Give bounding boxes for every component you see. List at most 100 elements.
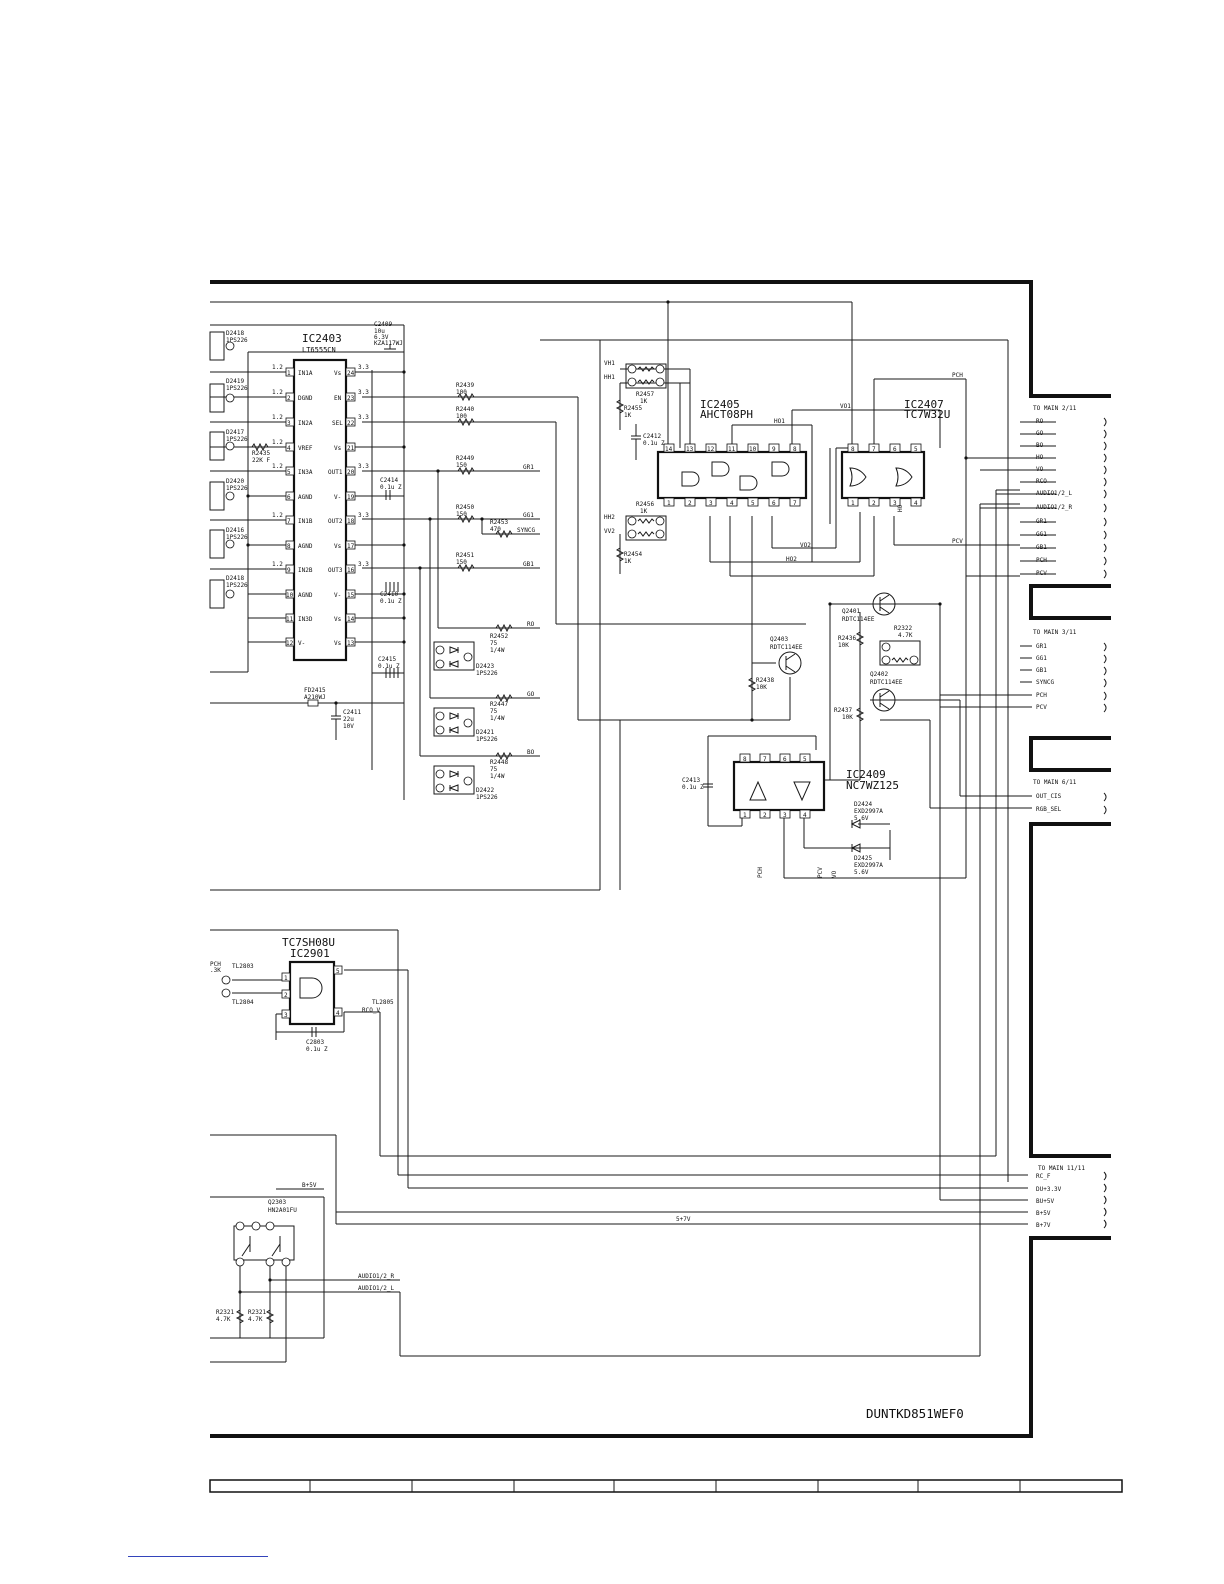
sheet-frame <box>210 280 1111 1438</box>
svg-text:C2415: C2415 <box>378 656 396 663</box>
svg-text:5: 5 <box>751 500 755 507</box>
resistor-r2436: R2436 10K <box>838 631 865 649</box>
svg-text:RDTC114EE: RDTC114EE <box>770 644 803 651</box>
capacitor-c2410: C2410 0.1u Z <box>380 582 402 605</box>
svg-text:5: 5 <box>336 968 340 975</box>
svg-text:4: 4 <box>730 500 734 507</box>
svg-text:OUT3: OUT3 <box>328 567 343 574</box>
svg-text:14: 14 <box>665 446 673 453</box>
capacitor-c2803: C2803 0.1u Z <box>306 1027 328 1053</box>
svg-text:HO1: HO1 <box>774 418 785 425</box>
page-link-underline[interactable] <box>128 1556 268 1557</box>
connector-main-11-11: TO MAIN 11/11 RC_F DU+3.3V BU+5V B+5V B+… <box>1036 1165 1107 1229</box>
svg-text:6: 6 <box>772 500 776 507</box>
capacitor-c2412: C2412 0.1u Z <box>631 424 665 460</box>
svg-text:GG1: GG1 <box>523 512 534 519</box>
svg-text:BU+5V: BU+5V <box>1036 1198 1054 1205</box>
svg-text:AUDIO1/2_R: AUDIO1/2_R <box>358 1273 395 1280</box>
svg-text:3.3: 3.3 <box>358 463 369 470</box>
svg-text:22: 22 <box>347 420 355 427</box>
svg-text:R2450: R2450 <box>456 504 474 511</box>
resnet-r2458: R2322 4.7K <box>879 625 921 666</box>
svg-text:R2447: R2447 <box>490 701 508 708</box>
svg-text:R2448: R2448 <box>490 759 508 766</box>
svg-text:1/4W: 1/4W <box>490 715 505 722</box>
svg-text:D2418: D2418 <box>226 330 244 337</box>
svg-text:1K: 1K <box>624 558 632 565</box>
transistor-q2402: Q2402 RDTC114EE <box>870 671 903 712</box>
svg-text:SYNCG: SYNCG <box>517 527 535 534</box>
svg-text:18: 18 <box>347 518 355 525</box>
svg-text:TO MAIN 11/11: TO MAIN 11/11 <box>1038 1165 1085 1172</box>
svg-text:GB1: GB1 <box>523 561 534 568</box>
svg-text:R2439: R2439 <box>456 382 474 389</box>
svg-text:Vs: Vs <box>334 445 342 452</box>
svg-text:HO: HO <box>897 504 904 512</box>
svg-text:13: 13 <box>686 446 694 453</box>
resnet-r2457: R2457 1K <box>625 363 667 405</box>
svg-text:AGND: AGND <box>298 543 313 550</box>
svg-text:HO2: HO2 <box>786 556 797 563</box>
ic2403-pin: 19V- <box>334 491 404 501</box>
svg-text:8: 8 <box>851 446 855 453</box>
zener-d2424: D2424 EXD2997A 5.6V <box>850 801 883 829</box>
svg-text:7: 7 <box>763 756 767 763</box>
svg-text:D2416: D2416 <box>226 527 244 534</box>
svg-text:1: 1 <box>287 370 291 377</box>
svg-text:R2435: R2435 <box>252 450 270 457</box>
svg-text:VH1: VH1 <box>604 360 615 367</box>
ic2901-pins: 1 2 3 5 4 <box>281 965 343 1019</box>
svg-text:TO MAIN 6/11: TO MAIN 6/11 <box>1033 779 1077 786</box>
svg-text:EN: EN <box>334 395 342 402</box>
svg-text:C2803: C2803 <box>306 1039 324 1046</box>
svg-text:Vs: Vs <box>334 370 342 377</box>
svg-text:24: 24 <box>347 370 355 377</box>
svg-text:HN2A01FU: HN2A01FU <box>268 1207 297 1214</box>
svg-text:11: 11 <box>286 616 294 623</box>
resnet-r2456: R2456 1K <box>625 501 667 541</box>
svg-text:IN2A: IN2A <box>298 420 313 427</box>
svg-text:C2412: C2412 <box>643 433 661 440</box>
svg-text:1.2: 1.2 <box>272 364 283 371</box>
ic2409-ref: IC2409 <box>846 768 886 781</box>
svg-text:AGND: AGND <box>298 592 313 599</box>
svg-text:SYNCG: SYNCG <box>1036 679 1054 686</box>
svg-text:GO: GO <box>527 691 535 698</box>
ic2407-ref: IC2407 <box>904 398 944 411</box>
svg-text:4: 4 <box>336 1010 340 1017</box>
svg-text:A210WJ: A210WJ <box>304 694 326 701</box>
svg-text:IN1A: IN1A <box>298 370 313 377</box>
svg-text:3: 3 <box>287 420 291 427</box>
svg-text:3.3: 3.3 <box>358 364 369 371</box>
svg-text:Q2401: Q2401 <box>842 608 860 615</box>
svg-text:1K: 1K <box>640 398 648 405</box>
svg-text:10V: 10V <box>343 723 354 730</box>
svg-text:C2409: C2409 <box>374 321 392 328</box>
svg-text:0.1u Z: 0.1u Z <box>306 1046 328 1053</box>
resistor-r2438: R2438 10K <box>747 677 774 692</box>
svg-text:7: 7 <box>872 446 876 453</box>
svg-text:9: 9 <box>287 567 291 574</box>
svg-text:0.1u Z: 0.1u Z <box>380 484 402 491</box>
svg-text:3: 3 <box>284 1012 288 1019</box>
resistor-r2435: R2435 22K F <box>251 442 270 464</box>
svg-text:5.6V: 5.6V <box>854 869 869 876</box>
svg-text:RDTC114EE: RDTC114EE <box>842 616 875 623</box>
svg-text:SEL: SEL <box>332 420 343 427</box>
svg-text:R2453: R2453 <box>490 519 508 526</box>
capacitor-c2414: C2414 0.1u Z <box>380 477 402 500</box>
resistor-r2437: R2437 10K <box>834 707 865 722</box>
net-labels-vertical: PCH PCV VO HO <box>757 504 904 878</box>
connector-pins: OUT_CIS RGB_SEL <box>1036 793 1062 813</box>
connector-main-2-11: TO MAIN 2/11 RO GO BO HO VO RCO AUDIO1/2… <box>966 405 1107 579</box>
svg-text:22u: 22u <box>343 716 354 723</box>
